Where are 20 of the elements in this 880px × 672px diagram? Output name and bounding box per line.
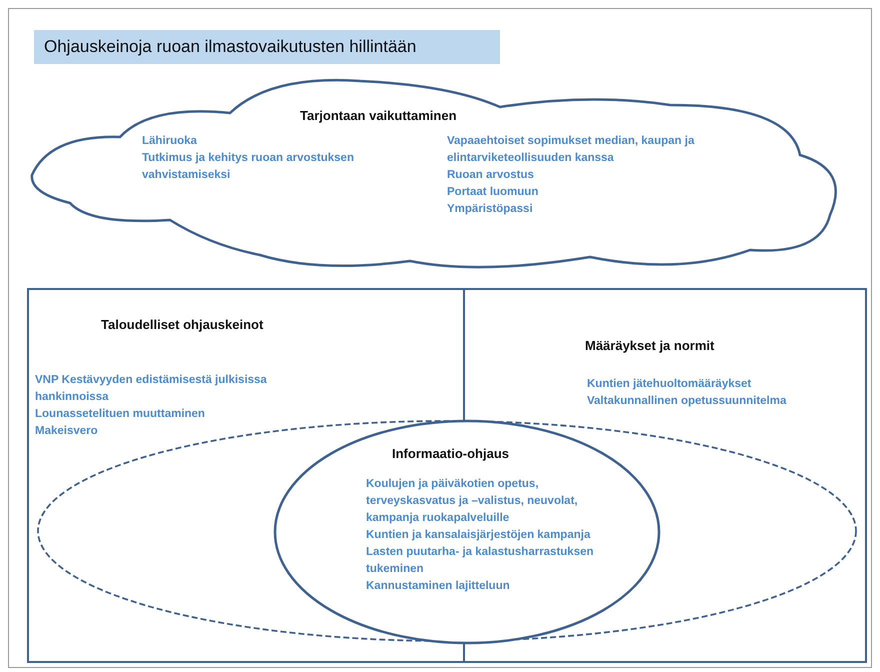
section-heading: Määräykset ja normit bbox=[585, 338, 714, 353]
measure-item: Koulujen ja päiväkotien opetus, terveyskasvatus ja –valistus, neuvolat, kampanja ruokapalveluille bbox=[366, 477, 579, 526]
section-heading: Taloudelliset ohjauskeinot bbox=[101, 317, 264, 332]
measure-item: Valtakunnallinen opetussuunnitelma bbox=[587, 394, 787, 409]
measure-item: Tutkimus ja kehitys ruoan arvostuksen vahvistamiseksi bbox=[142, 151, 355, 183]
measure-item: Vapaaehtoiset sopimukset median, kaupan ja elintarviketeollisuuden kanssa bbox=[447, 134, 696, 166]
measure-item: Kuntien ja kansalaisjärjestöjen kampanja bbox=[366, 528, 592, 543]
measure-item: Portaat luomuun bbox=[447, 185, 540, 200]
measure-item: Ruoan arvostus bbox=[447, 168, 535, 183]
measure-item: Makeisvero bbox=[35, 424, 99, 439]
title-banner: Ohjauskeinoja ruoan ilmastovaikutusten hillintään bbox=[34, 30, 500, 64]
measure-item: VNP Kestävyyden edistämisestä julkisissa hankinnoissa bbox=[35, 373, 268, 405]
section-heading: Informaatio-ohjaus bbox=[392, 446, 510, 461]
measure-item: Lähiruoka bbox=[142, 134, 198, 149]
measure-item: Ympäristöpassi bbox=[447, 202, 534, 217]
measure-item: Kuntien jätehuoltomääräykset bbox=[587, 377, 752, 392]
measure-item: Lounassetelituen muuttaminen bbox=[35, 407, 206, 422]
measure-item: Lasten puutarha- ja kalastusharrastuksen tukeminen bbox=[366, 545, 595, 577]
measure-item: Kannustaminen lajitteluun bbox=[366, 579, 511, 594]
section-heading: Tarjontaan vaikuttaminen bbox=[300, 108, 457, 123]
